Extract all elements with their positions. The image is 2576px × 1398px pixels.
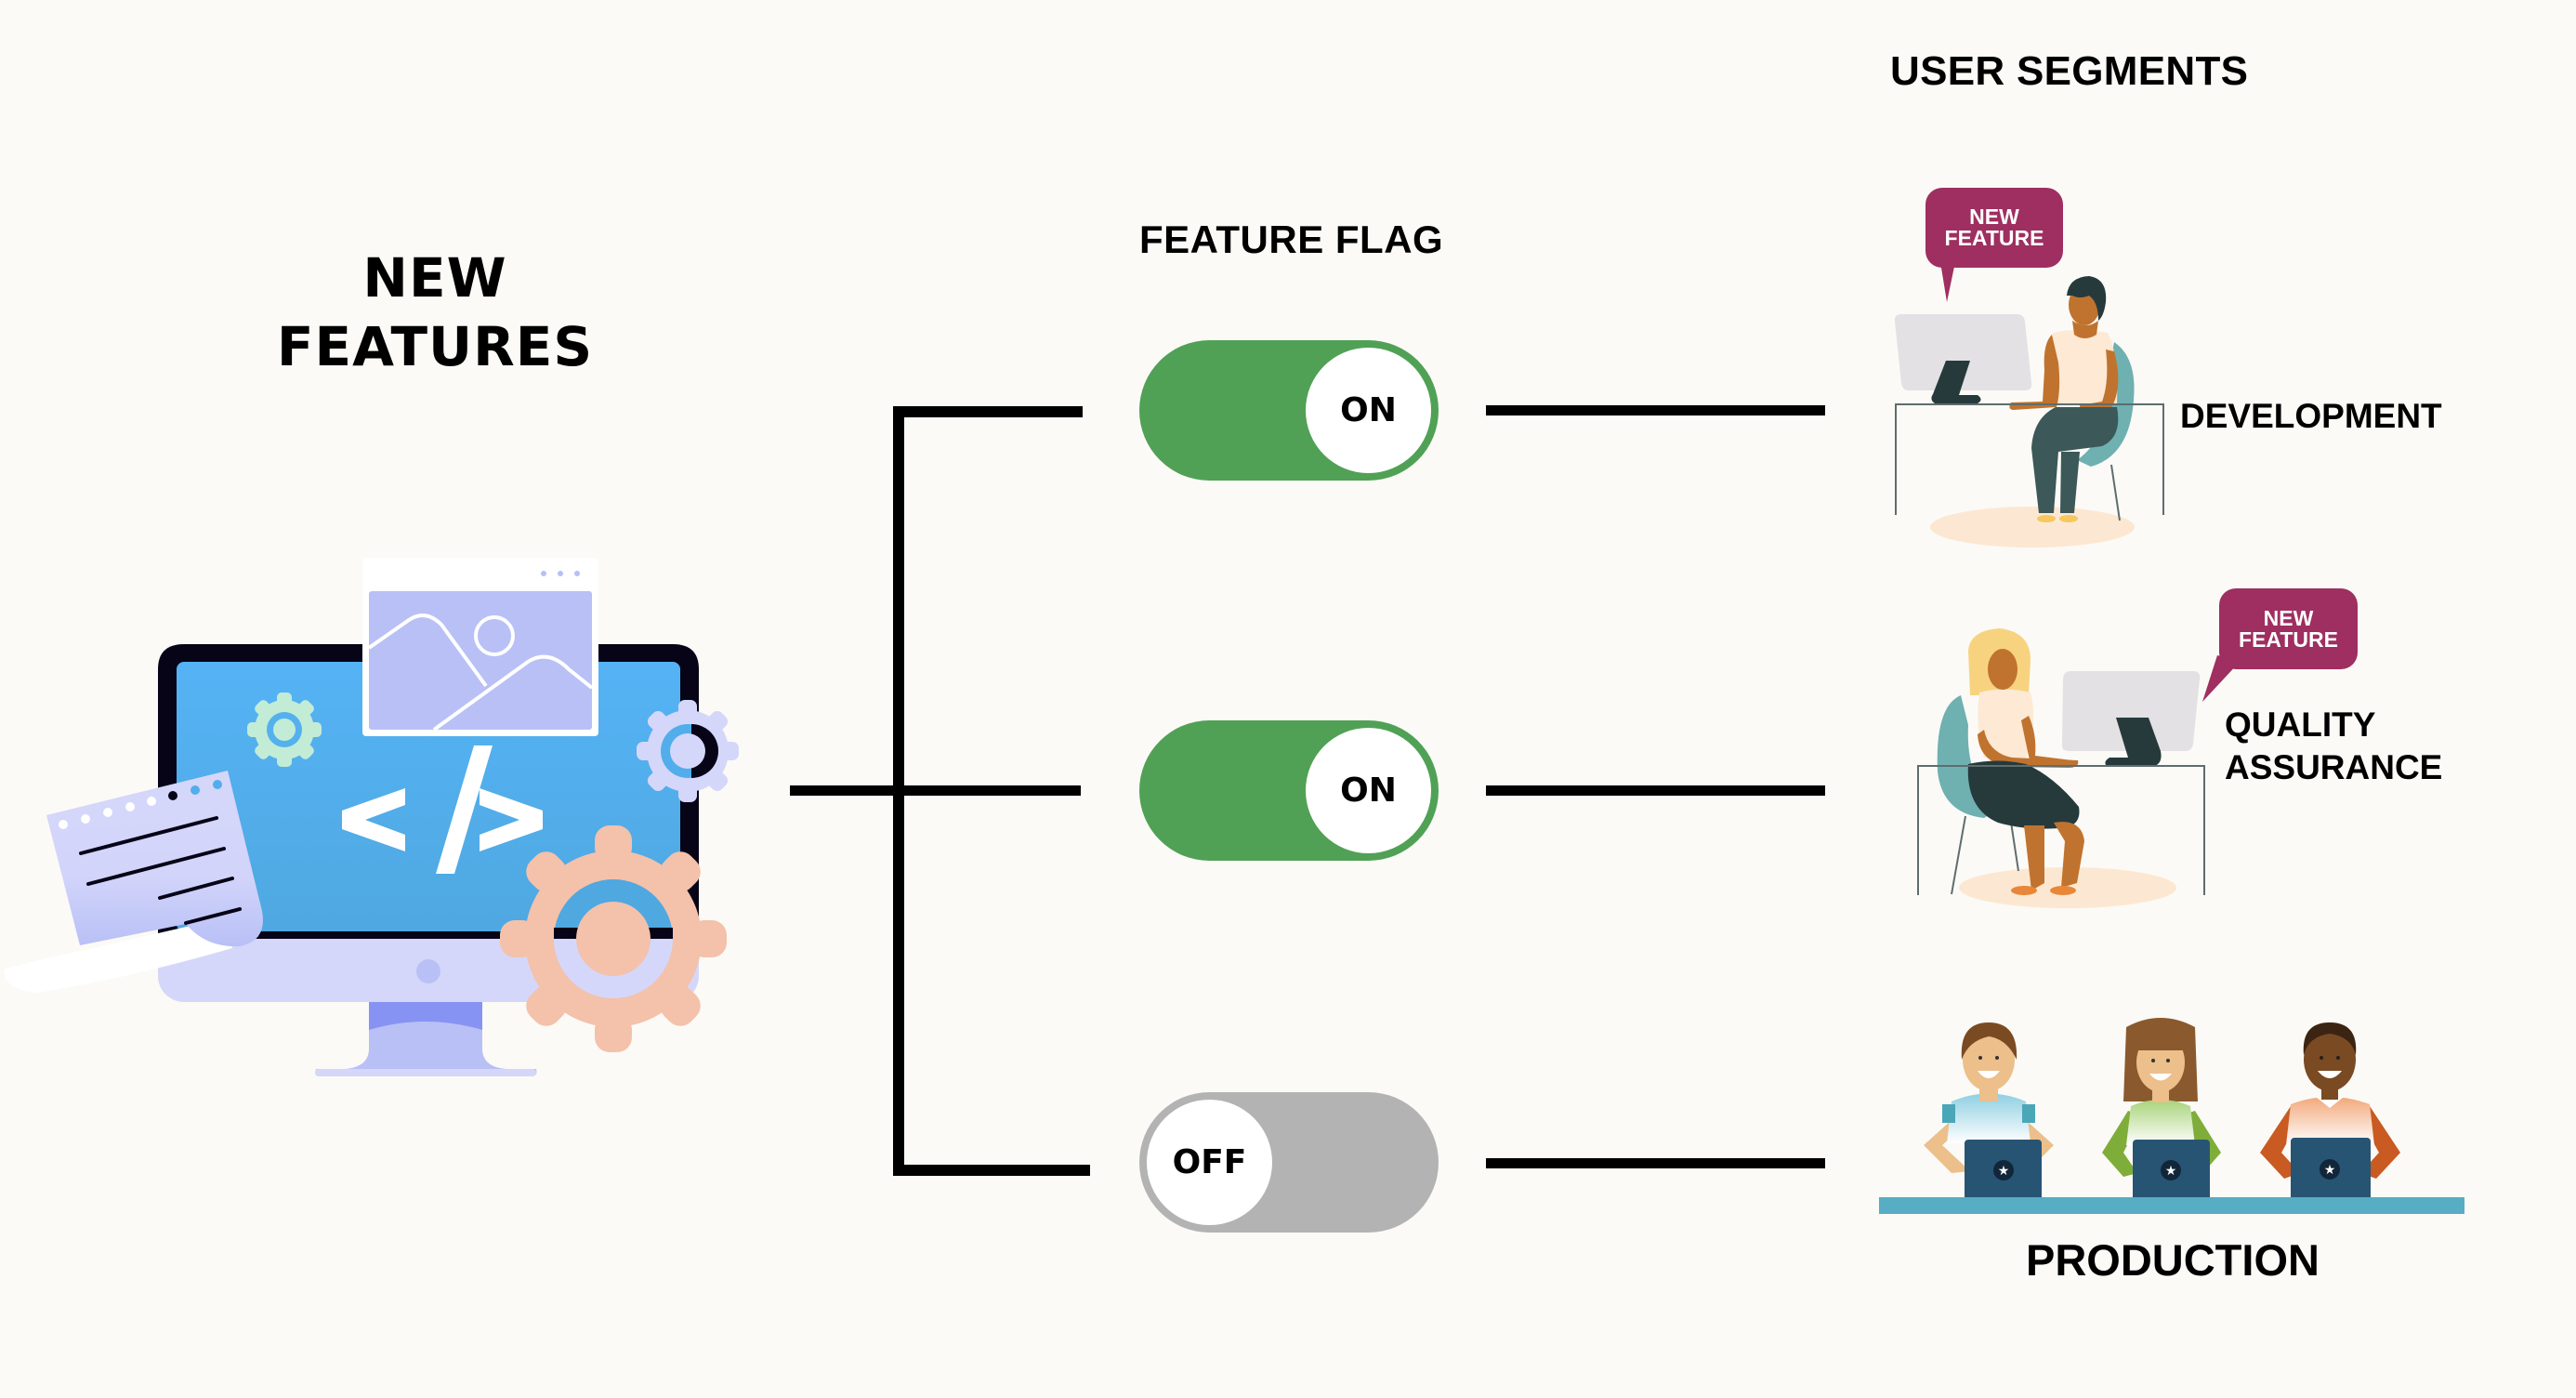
segment-label-line-2: ASSURANCE — [2225, 748, 2443, 786]
gear-icon — [637, 700, 739, 802]
svg-text:★: ★ — [1998, 1163, 2010, 1178]
toggle-knob: OFF — [1147, 1100, 1272, 1225]
user-avatar — [2102, 1018, 2221, 1177]
connector-branch-bottom — [893, 1165, 1090, 1176]
notepad-icon — [4, 771, 263, 993]
bubble-line-2: FEATURE — [2239, 626, 2338, 652]
user-avatar — [1924, 1022, 2054, 1173]
laptop-icon: ★ — [2285, 1138, 2376, 1207]
svg-text:★: ★ — [2165, 1163, 2177, 1178]
code-icon — [342, 745, 543, 874]
feature-flag-toggle-production[interactable]: OFF — [1139, 1092, 1439, 1233]
new-feature-bubble-qa: NEW FEATURE — [2219, 588, 2358, 669]
monitor-stand-icon — [315, 1002, 537, 1076]
connector-to-qa — [1486, 785, 1825, 796]
segment-label-qa: QUALITY ASSURANCE — [2225, 704, 2442, 789]
bubble-line-1: NEW — [1969, 204, 2019, 229]
feature-flag-toggle-development[interactable]: ON — [1139, 340, 1439, 481]
bubble-line-2: FEATURE — [1944, 226, 2044, 250]
connector-branch-top — [893, 406, 1083, 417]
connector-input — [790, 785, 904, 796]
connector-to-production — [1486, 1158, 1825, 1168]
monitor-power-dot — [416, 959, 440, 983]
gear-icon — [247, 692, 322, 767]
toggle-knob: ON — [1306, 348, 1431, 473]
feature-flag-toggle-qa[interactable]: ON — [1139, 720, 1439, 861]
new-feature-bubble-development: NEW FEATURE — [1925, 188, 2063, 268]
svg-text:★: ★ — [2324, 1162, 2336, 1177]
feature-flag-title: FEATURE FLAG — [1139, 218, 1444, 261]
segment-label-development: DEVELOPMENT — [2180, 397, 2442, 435]
gear-icon — [500, 825, 727, 1052]
user-avatar — [2260, 1022, 2400, 1179]
user-segments-title: USER SEGMENTS — [1890, 48, 2249, 94]
connector-to-development — [1486, 405, 1825, 415]
desk-bar — [1879, 1197, 2464, 1214]
connector-branch-middle — [893, 785, 1081, 796]
segment-label-line-1: QUALITY — [2225, 706, 2376, 744]
title-line-2: FEATURES — [276, 315, 594, 378]
segment-label-production: PRODUCTION — [2026, 1235, 2320, 1285]
new-features-title: NEW FEATURES — [249, 244, 621, 381]
image-icon — [362, 558, 598, 736]
toggle-knob: ON — [1306, 728, 1431, 853]
title-line-1: NEW — [362, 246, 507, 310]
bubble-line-1: NEW — [2263, 605, 2314, 630]
